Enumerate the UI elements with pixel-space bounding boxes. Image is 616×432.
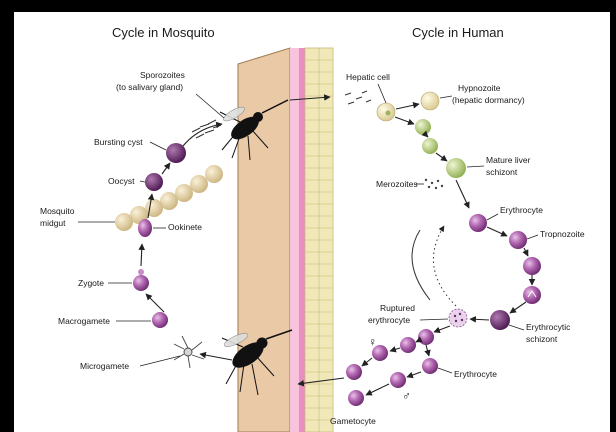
skin-cross-section xyxy=(238,48,333,432)
erythrocytic-schizont-cell xyxy=(490,310,510,330)
macrogamete-cell xyxy=(152,312,168,328)
hepatic-cell-nucleus xyxy=(386,111,391,116)
female-symbol: ♀ xyxy=(368,335,377,349)
label-microgamete: Microgamete xyxy=(80,361,129,371)
label-bursting-cyst: Bursting cyst xyxy=(94,137,143,147)
male-gametocyte-precursor xyxy=(390,372,406,388)
gametocyte-cell-lower xyxy=(348,390,364,406)
label-hypnozoite-sub: (hepatic dormancy) xyxy=(452,95,525,105)
ring-stage-cell xyxy=(523,257,541,275)
label-midgut: midgut xyxy=(40,218,66,228)
erythrocyte-stage-cell xyxy=(422,358,438,374)
label-mature-liver: Mature liver xyxy=(486,155,531,165)
erythrocyte-cell-top xyxy=(469,214,487,232)
mature-liver-schizont-cell xyxy=(446,158,466,178)
label-schizont: schizont xyxy=(486,167,518,177)
label-sporozoites-sub: (to salivary gland) xyxy=(116,82,183,92)
label-erythrocytic-schizont: schizont xyxy=(526,334,558,344)
label-macrogamete: Macrogamete xyxy=(58,316,110,326)
label-oocyst: Oocyst xyxy=(108,176,135,186)
male-symbol: ♂ xyxy=(402,389,411,403)
label-ookinete: Ookinete xyxy=(168,222,202,232)
label-merozoites: Merozoites xyxy=(376,179,418,189)
label-sporozoites: Sporozoites xyxy=(140,70,185,80)
zygote-bud xyxy=(138,269,144,275)
ookinete-cell xyxy=(138,219,152,237)
label-ruptured-erythrocyte: erythrocyte xyxy=(368,315,410,325)
heading-mosquito-cycle: Cycle in Mosquito xyxy=(112,25,215,40)
gametocyte-cell-upper xyxy=(346,364,362,380)
label-zygote: Zygote xyxy=(78,278,104,288)
label-trophozoite: Tropnozoite xyxy=(540,229,585,239)
label-ruptured: Ruptured xyxy=(380,303,415,313)
late-trophozoite-cell xyxy=(523,286,541,304)
label-erythrocytic: Erythrocytic xyxy=(526,322,571,332)
liver-stage-cell-2 xyxy=(422,138,438,154)
oocyst-cell xyxy=(145,173,163,191)
female-gametocyte-precursor xyxy=(400,337,416,353)
label-hepatic-cell: Hepatic cell xyxy=(346,72,390,82)
liver-stage-cell-1 xyxy=(415,119,431,135)
heading-human-cycle: Cycle in Human xyxy=(412,25,504,40)
label-mosquito: Mosquito xyxy=(40,206,75,216)
label-erythrocyte-top: Erythrocyte xyxy=(500,205,543,215)
label-gametocyte: Gametocyte xyxy=(330,416,376,426)
label-hypnozoite: Hypnozoite xyxy=(458,83,501,93)
hypnozoite-cell xyxy=(421,92,439,110)
trophozoite-cell xyxy=(509,231,527,249)
erythrocyte-cell-bottom xyxy=(418,329,434,345)
label-erythrocyte-bottom: Erythrocyte xyxy=(454,369,497,379)
zygote-cell xyxy=(133,275,149,291)
ruptured-erythrocyte-cell xyxy=(449,309,467,327)
